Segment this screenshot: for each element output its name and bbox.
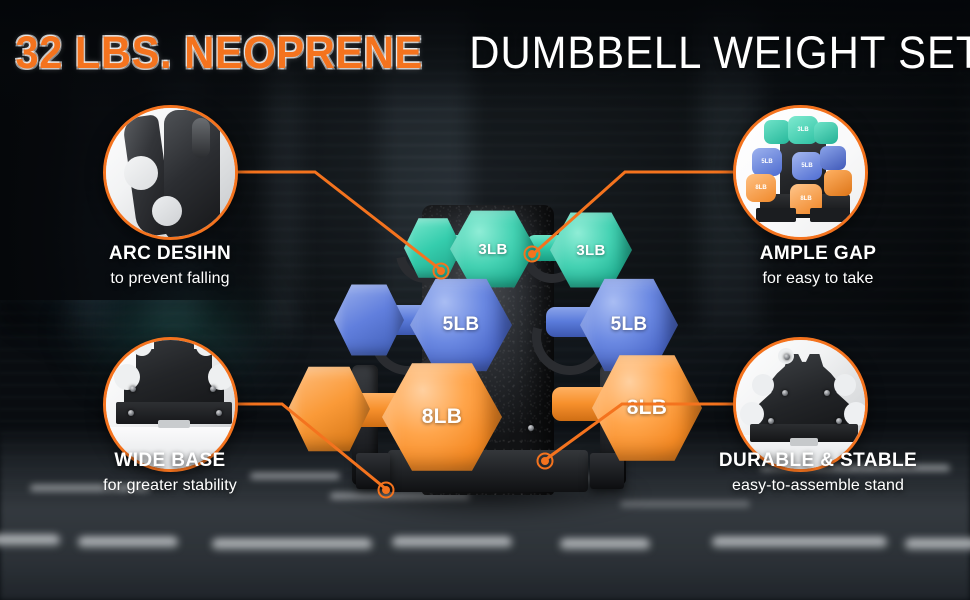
callout-durable-stable-art xyxy=(736,340,865,469)
headline-highlight: 32 LBS. NEOPRENE xyxy=(15,27,423,78)
callout-durable-stable-title: DURABLE & STABLE xyxy=(718,450,918,471)
callout-wide-base-subtitle: for greater stability xyxy=(103,477,237,494)
dumbbell-label-3lb-right: 3LB xyxy=(576,241,606,259)
dumbbell-label-5lb-left: 5LB xyxy=(442,314,480,335)
headline-rest: DUMBBELL WEIGHT SET xyxy=(469,27,970,78)
callout-durable-stable-bubble[interactable] xyxy=(733,337,868,472)
dumbbell-8lb-front-left: 8LB xyxy=(382,361,502,473)
callout-arc-design-bubble[interactable] xyxy=(103,105,238,240)
product-image: 3LB 3LB 5LB xyxy=(288,195,702,525)
callout-arc-design-subtitle: to prevent falling xyxy=(110,270,230,287)
dumbbell-label-3lb-left: 3LB xyxy=(478,240,508,258)
mini-label-8lb-f: 8LB xyxy=(800,196,812,202)
callout-ample-gap-title: AMPLE GAP xyxy=(759,243,877,264)
callout-arc-design-title: ARC DESIHN xyxy=(108,243,232,264)
mini-label-5lb-d: 5LB xyxy=(801,163,813,169)
callout-ample-gap-art: 3LB 5LB 5LB 8LB 8LB xyxy=(736,108,865,237)
callout-wide-base-title: WIDE BASE xyxy=(114,450,226,471)
dumbbell-label-8lb-left: 8LB xyxy=(421,405,463,428)
rack-bolt-3 xyxy=(528,425,534,431)
callout-durable-stable-subtitle: easy-to-assemble stand xyxy=(731,477,905,494)
dumbbell-label-5lb-right: 5LB xyxy=(610,314,648,335)
callout-ample-gap-bubble[interactable]: 3LB 5LB 5LB 8LB 8LB xyxy=(733,105,868,240)
dumbbell-5lb-front-left: 5LB xyxy=(410,277,512,373)
background-top-shadow xyxy=(0,0,970,110)
callout-arc-design-art xyxy=(106,108,235,237)
callout-ample-gap-subtitle: for easy to take xyxy=(762,270,874,287)
mini-label-5lb-c: 5LB xyxy=(761,159,773,165)
mini-label-8lb-e: 8LB xyxy=(755,185,767,191)
dumbbell-8lb-right: 8LB xyxy=(552,353,702,463)
dumbbell-label-8lb-right: 8LB xyxy=(626,396,668,419)
dumbbell-3lb-front-left: 3LB xyxy=(450,209,536,289)
page-title: 32 LBS. NEOPRENE DUMBBELL WEIGHT SET xyxy=(0,30,970,75)
mini-label-3lb-a: 3LB xyxy=(797,127,809,133)
